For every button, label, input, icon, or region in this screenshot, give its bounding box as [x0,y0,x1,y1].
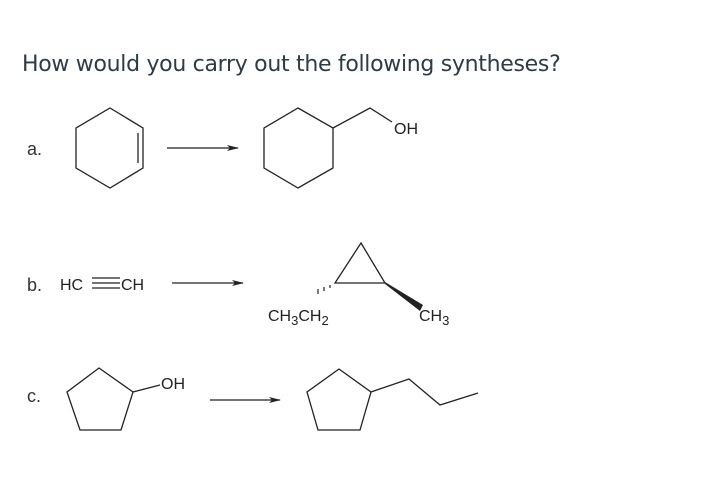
svg-text:CH: CH [121,277,144,294]
svg-text:CH3: CH3 [419,308,449,328]
cyclohexylmethanol-structure: OH [263,107,418,189]
svg-text:CH3CH2: CH3CH2 [268,308,329,328]
part-a-label: a. [27,139,42,159]
svg-text:HC: HC [60,277,83,294]
question-text: How would you carry out the following sy… [22,52,561,77]
propylcyclopentane-structure [306,368,479,431]
ethylmethylcyclopropane-structure: CH3CH2 CH3 [268,241,449,328]
cyclohexene-structure [75,107,144,189]
oh-label-c: OH [161,376,185,393]
part-b-label: b. [27,275,42,295]
acetylene-structure: HC CH [60,277,144,294]
cyclopentanol-structure: OH [66,367,185,431]
part-c-label: c. [27,386,41,406]
oh-label-a: OH [394,121,418,138]
